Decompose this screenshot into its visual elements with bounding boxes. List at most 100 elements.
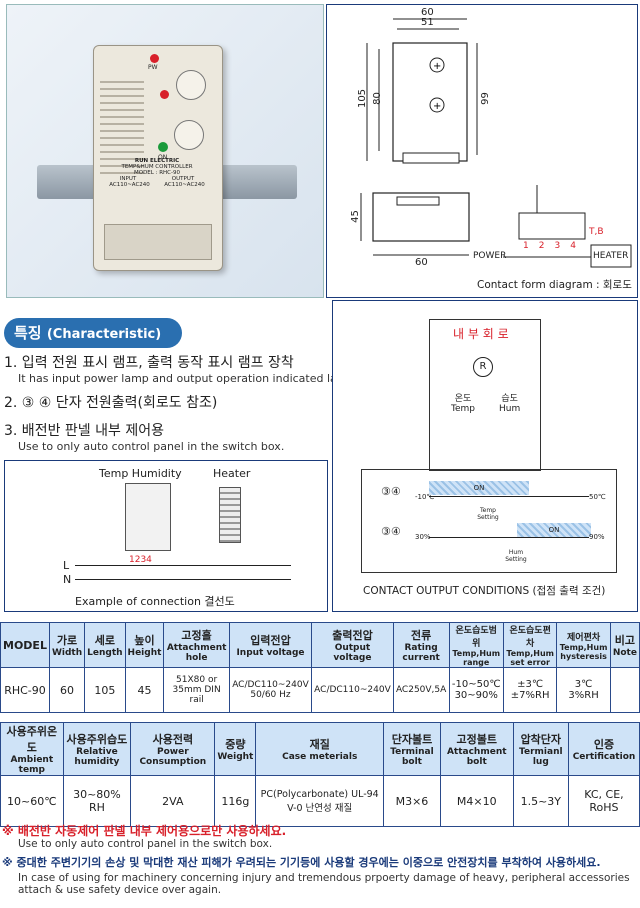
- th-range-en: Temp,Hum range: [452, 649, 501, 667]
- td-hysteresis: 3℃ 3%RH: [556, 667, 611, 713]
- th-certification-ko: 인증: [593, 738, 615, 751]
- td-range: -10~50℃ 30~90%: [448, 667, 504, 713]
- th-hysteresis-ko: 제어편차: [567, 632, 601, 643]
- wire-N: [75, 579, 291, 580]
- td-note: [609, 667, 640, 713]
- svg-text:+: +: [433, 61, 441, 72]
- th-attachment-hole-ko: 고정홀: [181, 629, 212, 642]
- dim-45: 45: [349, 210, 361, 223]
- temp-label-ko: 온도: [454, 394, 472, 404]
- row2-on-bar: ON: [517, 523, 591, 537]
- th-length-ko: 세로: [94, 634, 115, 647]
- th-width-ko: 가로: [56, 634, 78, 647]
- output-lamp-red: [160, 90, 169, 99]
- feature-3-en: Use to only auto control panel in the sw…: [18, 440, 285, 453]
- circuit-panel: 내 부 회 로 R 온도 Temp 습도 Hum ③④ -10℃ ON 50℃ …: [332, 300, 638, 612]
- heater-label: Heater: [213, 467, 251, 480]
- on-label: ON: [158, 154, 168, 161]
- th-note-en: Note: [612, 648, 637, 658]
- feature-1: 1. 입력 전원 표시 램프, 출력 동작 표시 램프 장착: [4, 355, 294, 371]
- td-power-consumption: 2VA: [130, 775, 216, 827]
- row2-left: 30%: [415, 533, 431, 541]
- terminal-1: 1: [523, 241, 529, 251]
- note-1-en: Use to only auto control panel in the sw…: [18, 838, 273, 850]
- circuit-title: 내 부 회 로: [453, 327, 509, 341]
- th-height-ko: 높이: [134, 634, 155, 647]
- th-attachment-bolt-ko: 고정볼트: [456, 733, 497, 746]
- th-length-en: Length: [87, 648, 123, 658]
- td-output-voltage: AC/DC110~240V: [311, 667, 394, 713]
- model-line: MODEL : RHC-90: [134, 170, 180, 176]
- th-ambient-temp-ko: 사용주위온도: [6, 725, 58, 754]
- line-N-label: N: [63, 573, 72, 586]
- th-case-materials-en: Case meterials: [282, 752, 358, 762]
- product-photo: PW ON RUN ELECTRIC TEMP&HUM CONTROLLER M…: [6, 4, 324, 298]
- th-range-ko: 온도습도범위: [455, 626, 497, 649]
- terminal-numbers: 1 2 3 4: [523, 241, 576, 251]
- th-hysteresis-en: Temp,Hum hysteresis: [559, 642, 608, 661]
- dim-60-top: 60: [421, 7, 434, 18]
- row2-terminal-tag: ③④: [381, 525, 401, 538]
- feature-2: 2. ③ ④ 단자 전원출력(회로도 참조): [4, 395, 218, 411]
- td-rating-current: AC250V,5A: [392, 667, 450, 713]
- input-value: AC110~AC240: [109, 182, 150, 188]
- th-terminal-lug-ko: 압착단자: [520, 733, 562, 746]
- pw-label: PW: [148, 64, 158, 71]
- output-label: OUTPUT: [171, 176, 195, 182]
- row2-setting: Hum Setting: [505, 549, 527, 563]
- note-1: ※ 배전반 자동제어 판넬 내부 제어용으로만 사용하세요.: [2, 824, 287, 838]
- hum-dial: [174, 120, 204, 150]
- th-input-voltage-en: Input voltage: [236, 648, 305, 658]
- label-plate: RUN ELECTRIC TEMP&HUM CONTROLLER MODEL :…: [102, 158, 212, 194]
- row1-line: [429, 496, 589, 497]
- output-value: AC110~AC240: [164, 182, 205, 188]
- temp-humidity-label: Temp Humidity: [99, 467, 182, 480]
- spec-table-2-row: 10~60℃ 30~80% RH 2VA 116g PC(Polycarbona…: [0, 775, 640, 827]
- temp-label: 온도 Temp: [451, 391, 475, 414]
- th-power-consumption-ko: 사용전력: [152, 733, 194, 746]
- connection-caption: Example of connection 결선도: [75, 595, 235, 608]
- th-output-voltage-en: Output voltage: [333, 643, 372, 663]
- terminal-2: 2: [538, 241, 545, 251]
- th-set-error-ko: 온도습도편차: [509, 626, 551, 649]
- wiring-tb-label: T,B: [589, 227, 604, 237]
- th-case-materials-ko: 재질: [309, 738, 330, 751]
- contact-output-frame: [361, 469, 617, 573]
- td-terminal-lug: 1.5~3Y: [512, 775, 569, 827]
- product-line: TEMP&HUM CONTROLLER: [121, 164, 193, 170]
- th-output-voltage-ko: 출력전압: [332, 629, 373, 642]
- td-terminal-bolt: M3×6: [383, 775, 441, 827]
- dim-60-bottom: 60: [415, 257, 428, 268]
- row2-on: ON: [548, 526, 560, 534]
- th-attachment-hole-en: Attachment hole: [166, 643, 227, 663]
- th-weight-en: Weight: [217, 752, 254, 762]
- row1-left: -10℃: [415, 493, 435, 501]
- td-ambient-temp: 10~60℃: [0, 775, 64, 827]
- mini-controller: [125, 483, 171, 551]
- circuit-frame: [429, 319, 541, 471]
- th-width-en: Width: [51, 648, 83, 658]
- th-power-consumption-en: Power Consumption: [139, 747, 207, 767]
- td-width: 60: [48, 667, 86, 713]
- td-certification: KC, CE, RoHS: [567, 775, 640, 827]
- line-L-label: L: [63, 559, 70, 572]
- temp-dial: [176, 70, 206, 100]
- row1-right: 50℃: [589, 493, 606, 501]
- wire-L: [75, 565, 291, 566]
- td-height: 45: [124, 667, 165, 713]
- input-label: INPUT: [119, 176, 137, 182]
- row1-on-bar: ON: [429, 481, 529, 495]
